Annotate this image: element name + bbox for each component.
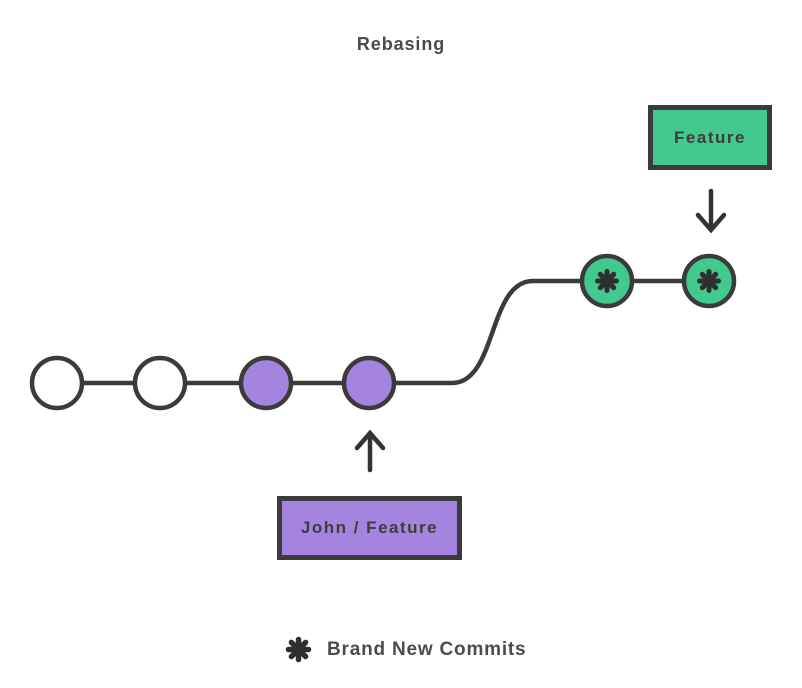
branch-connector-line (54, 278, 712, 386)
feature-branch-label: Feature (648, 105, 772, 170)
commit-node-main-4 (341, 355, 397, 411)
legend-label: Brand New Commits (327, 638, 527, 660)
new-commit-asterisk-icon (595, 269, 619, 293)
down-arrow-icon (695, 188, 727, 234)
legend: Brand New Commits (285, 636, 526, 663)
john-feature-branch-label-text: John / Feature (300, 518, 439, 537)
commit-node-main-1 (29, 355, 85, 411)
john-feature-branch-label: John / Feature (277, 496, 462, 560)
new-commit-asterisk-icon (285, 636, 312, 663)
feature-branch-label-text: Feature (674, 127, 746, 147)
diagram-title: Rebasing (356, 34, 446, 54)
commit-node-main-2 (132, 355, 188, 411)
new-commit-asterisk-icon (697, 269, 721, 293)
commit-node-main-3 (238, 355, 294, 411)
up-arrow-icon (354, 429, 386, 473)
